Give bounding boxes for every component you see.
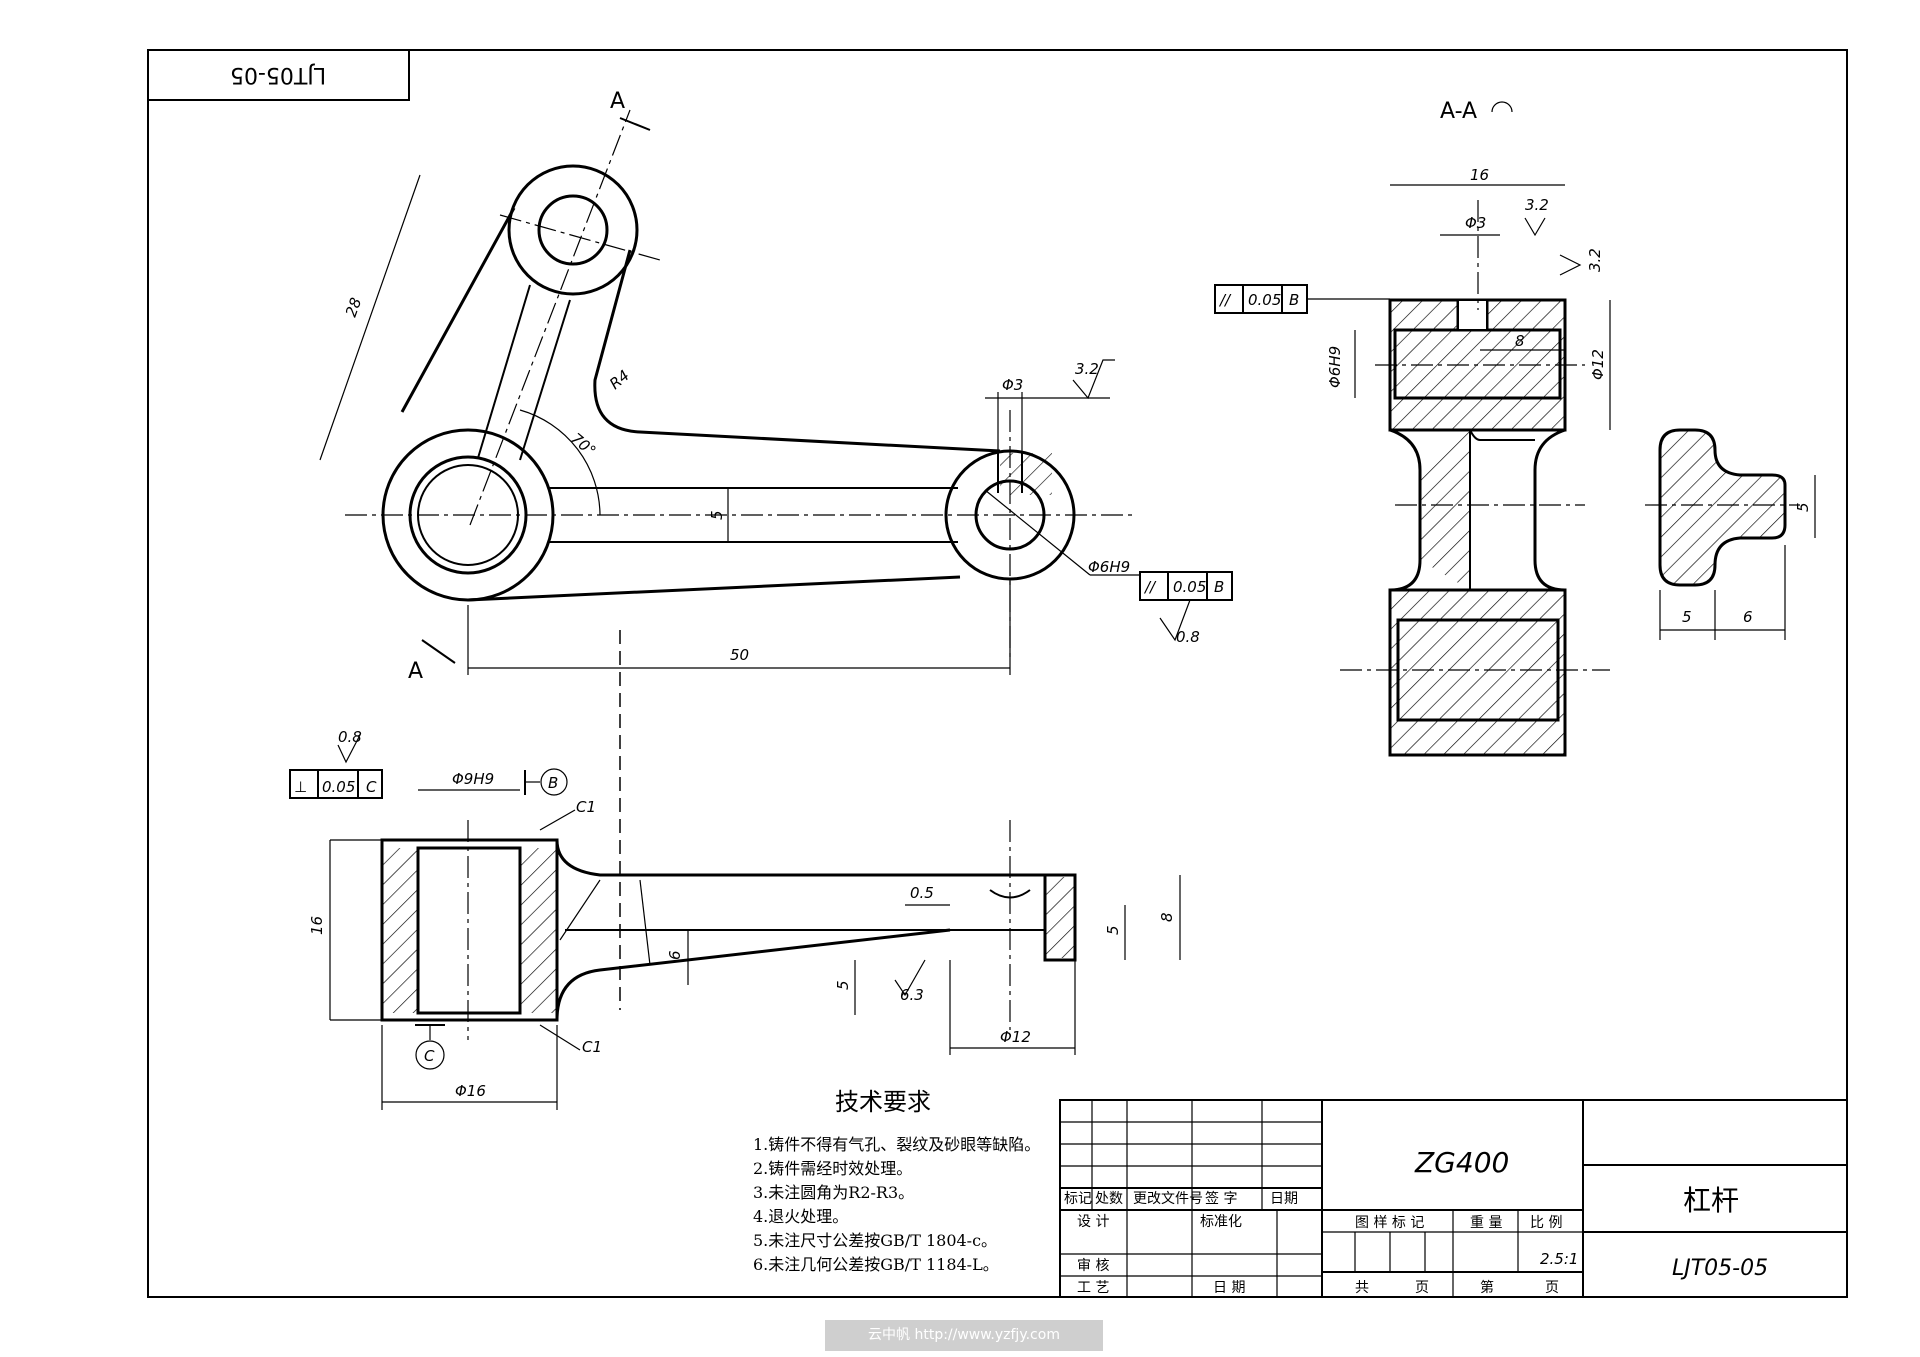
svg-text:B: B [1289,291,1299,309]
tb-standardize: 标准化 [1200,1214,1242,1230]
tech-notes: 技术要求 1.铸件不得有气孔、裂纹及砂眼等缺陷。 2.铸件需经时效处理。 3.未… [753,1088,1040,1274]
sect-dim-phi3: Φ3 [1465,214,1486,232]
svg-text:0.05: 0.05 [1248,291,1281,309]
dim-5-front: 5 [834,980,852,990]
tb-drawing-no: LJT05-05 [1672,1256,1768,1281]
tb-mark: 标记 [1064,1191,1092,1207]
tb-date2: 日 期 [1213,1280,1245,1296]
dim-phi16: Φ16 [455,1082,486,1100]
sheet-border [147,49,1848,1298]
tb-weight: 重 量 [1470,1215,1502,1231]
section-title: A-A [1440,99,1477,124]
dim-28: 28 [342,295,365,319]
datum-b: B [548,774,558,792]
sect-dim-8: 8 [1515,332,1525,350]
note-5: 5.未注尺寸公差按GB/T 1804-c。 [753,1231,997,1250]
tb-page: 页 [1415,1280,1429,1296]
section-mark-bottom: A [408,659,423,684]
tb-scale: 2.5:1 [1540,1250,1578,1268]
datum-c: C [424,1047,435,1065]
fcf-parallel-2: // 0.05 B [1214,284,1308,314]
svg-text://: // [1143,578,1157,596]
dim-5-right: 5 [1104,925,1122,935]
corner-code-box [147,49,410,101]
tb-process: 工 艺 [1077,1280,1109,1296]
sect-rough-32a: 3.2 [1525,196,1549,214]
dim-phi9h9: Φ9H9 [452,770,494,788]
section-aa: A-A 16 Φ3 3.2 3.2 8 Φ [1214,99,1816,757]
dim-c1-bottom: C1 [582,1038,602,1056]
sect-dim-phi12: Φ12 [1589,349,1607,380]
tb-material: ZG400 [1414,1146,1509,1179]
dim-phi3: Φ3 [1002,376,1023,394]
section-mark-top: A [610,89,625,114]
svg-text:0.05: 0.05 [322,778,355,796]
fcf-perp: ⊥ 0.05 C [289,769,383,799]
dim-phi6h9: Φ6H9 [1088,558,1130,576]
note-4: 4.退火处理。 [753,1207,848,1226]
sect-dim-16: 16 [1470,166,1489,184]
svg-text://: // [1218,291,1232,309]
svg-text:0.05: 0.05 [1173,578,1206,596]
dim-16-front: 16 [308,916,326,935]
note-6: 6.未注几何公差按GB/T 1184-L。 [753,1255,999,1274]
dim-c1-top: C1 [576,798,596,816]
sect-dim-5v: 5 [1794,502,1812,512]
dim-05: 0.5 [910,884,934,902]
note-3: 3.未注圆角为R2-R3。 [753,1183,914,1202]
watermark: 云中帆 http://www.yzfjy.com [825,1320,1103,1351]
tb-part-name: 杠杆 [1683,1184,1739,1217]
rough-63: 6.3 [900,986,924,1004]
dim-phi12: Φ12 [1000,1028,1031,1046]
dim-r4: R4 [606,366,633,393]
rough-08-left: 0.8 [338,728,362,746]
tb-count: 处数 [1095,1191,1123,1207]
sect-dim-6h: 6 [1743,608,1753,626]
front-view: 16 Φ9H9 B ⊥ 0.05 C 0.8 C1 C1 C [289,728,1181,1110]
svg-text:B: B [1214,578,1224,596]
dim-8-right: 8 [1158,912,1176,922]
sect-dim-phi6h9: Φ6H9 [1326,346,1344,388]
rough-32-top: 3.2 [1075,360,1099,378]
top-view: A A 28 R4 70° 5 Φ3 3.2 Φ6H9 // 0.05 B [319,89,1233,1010]
svg-text:C: C [366,778,377,796]
corner-code: LJT05-05 [230,62,326,87]
svg-text:⊥: ⊥ [294,778,307,796]
tb-design: 设 计 [1077,1214,1109,1230]
tb-change-doc: 更改文件号 [1133,1191,1203,1207]
tb-page2: 页 [1545,1280,1559,1296]
tb-review: 审 核 [1077,1258,1109,1274]
notes-title: 技术要求 [835,1088,931,1116]
note-2: 2.铸件需经时效处理。 [753,1159,912,1178]
sect-dim-5h: 5 [1682,608,1692,626]
dim-6-front: 6 [666,950,684,960]
note-1: 1.铸件不得有气孔、裂纹及砂眼等缺陷。 [753,1135,1040,1154]
sect-rough-32b: 3.2 [1586,248,1604,272]
dim-5-top: 5 [708,510,726,520]
dim-50: 50 [730,646,749,664]
tb-drawing-mark: 图 样 标 记 [1355,1215,1424,1231]
tb-total: 共 [1355,1280,1369,1296]
tb-date: 日期 [1270,1191,1298,1207]
tb-ratio: 比 例 [1530,1215,1562,1231]
dim-70deg: 70° [567,429,599,460]
title-block: 标记 处数 更改文件号 签 字 日期 设 计 标准化 审 核 工 艺 日 期 Z… [1059,1099,1848,1298]
rough-08-right: 0.8 [1176,628,1200,646]
tb-nth: 第 [1480,1279,1494,1296]
tb-sign: 签 字 [1205,1190,1237,1207]
fcf-parallel-1: // 0.05 B [1139,571,1233,601]
